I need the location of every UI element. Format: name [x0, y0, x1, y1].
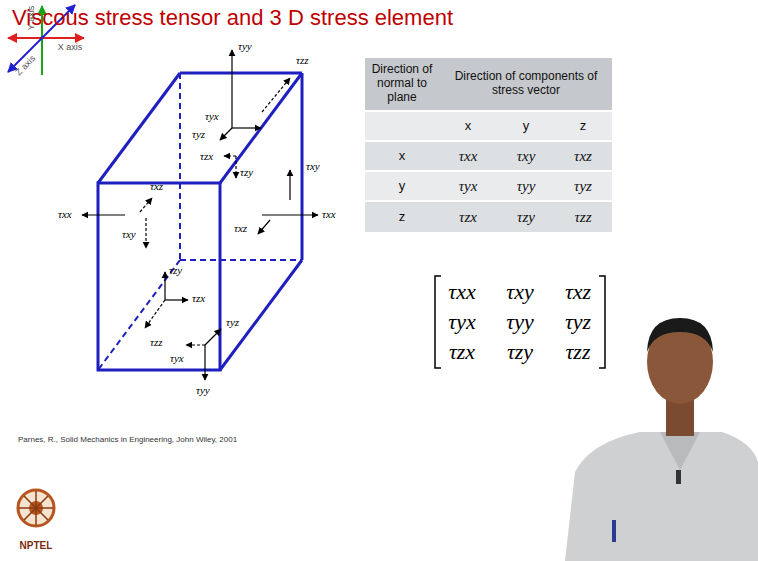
table-row	[365, 112, 612, 140]
stress-arrow	[224, 155, 236, 156]
stress-label: τyy	[238, 40, 252, 52]
stress-arrow	[289, 170, 290, 200]
matrix-entry: τyz	[565, 310, 591, 334]
stress-arrow	[164, 272, 165, 300]
table-cell: x	[399, 149, 406, 163]
stress-label: τyy	[196, 384, 210, 396]
matrix-entry: τyx	[448, 310, 475, 334]
table-row	[365, 202, 612, 232]
matrix-entry: τyy	[506, 310, 533, 334]
stress-label: τzz	[296, 54, 309, 66]
stress-label: τzx	[192, 292, 205, 304]
matrix-entry: τxy	[506, 280, 533, 304]
cube-front-face	[98, 183, 220, 370]
table-cell: τxx	[459, 148, 478, 165]
matrix-entry: τxz	[565, 280, 591, 304]
table-cell: τyy	[517, 178, 536, 195]
stress-arrow	[220, 128, 232, 140]
cube-hidden-edge	[98, 260, 180, 370]
presenter-microphone	[676, 470, 681, 484]
cube-hidden-edge	[179, 73, 181, 260]
cube-edge	[180, 72, 302, 75]
stress-arrow	[262, 214, 318, 215]
presenter-collar	[660, 432, 700, 470]
stress-arrow	[204, 345, 205, 380]
stress-arrow	[145, 218, 146, 248]
table-cell: τzy	[517, 209, 535, 226]
table-cell: z	[580, 119, 587, 133]
stress-label: τxy	[122, 228, 136, 240]
stress-label: τyx	[170, 352, 184, 364]
table-header: Direction of components of stress vector	[446, 70, 606, 98]
stress-label: τxx	[322, 208, 336, 220]
logo-spokes	[19, 491, 53, 525]
stress-arrow	[205, 329, 221, 345]
x-axis-arrow	[8, 37, 84, 39]
logo-ring	[18, 490, 54, 526]
cube-hidden-edge	[180, 259, 302, 261]
stress-label: τxz	[150, 180, 163, 192]
table-row	[365, 172, 612, 200]
stress-label: τzy	[169, 264, 182, 276]
presenter-hair	[647, 318, 713, 352]
stress-label: τxy	[306, 160, 320, 172]
table-cell: x	[465, 119, 472, 133]
matrix-entry: τzy	[507, 340, 533, 364]
axis-label: Y axis	[27, 6, 37, 30]
axis-label: X axis	[58, 43, 83, 53]
stress-arrow	[82, 214, 125, 215]
table-cell: τxy	[517, 148, 536, 165]
stress-arrow	[145, 300, 165, 328]
axis-label: Z axis	[14, 54, 38, 78]
stress-label: τzy	[240, 166, 253, 178]
matrix-brackets	[435, 276, 605, 368]
stress-label: τxz	[234, 222, 247, 234]
cube-edge	[98, 73, 180, 183]
stress-arrow	[140, 198, 152, 212]
left-bracket	[435, 276, 441, 368]
table-cell: τyx	[459, 178, 478, 195]
stress-arrow	[235, 156, 236, 178]
presenter-pen	[612, 520, 616, 542]
slide-title: Viscous stress tensor and 3 D stress ele…	[12, 6, 453, 30]
nptel-logo	[18, 490, 54, 526]
stress-element-cube	[98, 73, 302, 370]
table-header-row	[365, 58, 612, 110]
presenter	[565, 318, 758, 561]
cube-edge	[301, 73, 304, 260]
table-header: Direction of normal to plane	[366, 63, 438, 104]
stress-arrow	[231, 50, 232, 128]
table-cell: y	[399, 179, 406, 193]
table-cell: z	[399, 210, 406, 224]
stress-label: τzz	[150, 336, 163, 348]
table-row	[365, 142, 612, 170]
logo-text: NPTEL	[20, 540, 53, 551]
table-cell: τzx	[459, 209, 477, 226]
stress-arrows	[82, 50, 318, 380]
matrix-entry: τzx	[449, 340, 475, 364]
stress-label: τyz	[192, 128, 205, 140]
stress-label: τzx	[200, 150, 213, 162]
table-cell: τzz	[574, 209, 591, 226]
stress-arrow	[186, 344, 205, 345]
table-cell: τyz	[574, 178, 592, 195]
stress-arrow	[232, 127, 261, 128]
stress-arrow	[165, 299, 188, 300]
matrix-entry: τxx	[448, 280, 475, 304]
citation: Parnes, R., Solid Mechanics in Engineeri…	[18, 436, 237, 445]
matrix-entry: τzz	[566, 340, 591, 364]
stress-arrow	[258, 220, 270, 234]
stress-arrow	[262, 78, 290, 112]
table-cell: τxz	[574, 148, 592, 165]
stress-table	[365, 58, 612, 232]
right-bracket	[599, 276, 605, 368]
cube-edge	[220, 260, 302, 370]
stress-label: τyz	[226, 316, 239, 328]
presenter-shirt	[565, 432, 758, 561]
stress-label: τyx	[205, 110, 219, 122]
table-cell: y	[523, 119, 530, 133]
stress-label: τxx	[58, 208, 72, 220]
